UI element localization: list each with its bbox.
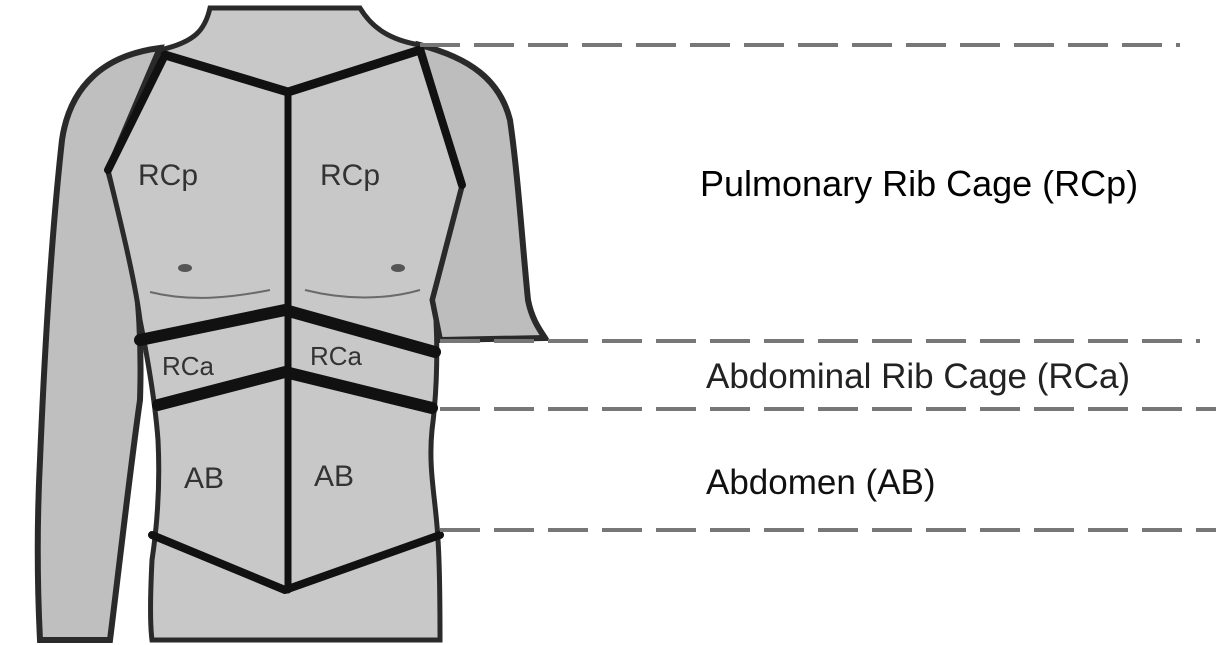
ab-left-label: AB (184, 462, 224, 495)
left-nipple (178, 264, 192, 272)
rcp-right-label: RCp (320, 159, 380, 192)
compartment-legend: Pulmonary Rib Cage (RCp) Abdominal Rib C… (700, 163, 1138, 502)
ab-right-label: AB (314, 460, 354, 493)
rcp-left-label: RCp (138, 159, 198, 192)
rca-right-label: RCa (310, 341, 363, 371)
pulmonary-rib-cage-label: Pulmonary Rib Cage (RCp) (700, 163, 1138, 204)
abdominal-rib-cage-label: Abdominal Rib Cage (RCa) (706, 357, 1130, 396)
right-nipple (391, 264, 405, 272)
abdomen-label: Abdomen (AB) (706, 463, 936, 502)
rca-left-label: RCa (162, 351, 215, 381)
reference-lines (420, 45, 1216, 530)
